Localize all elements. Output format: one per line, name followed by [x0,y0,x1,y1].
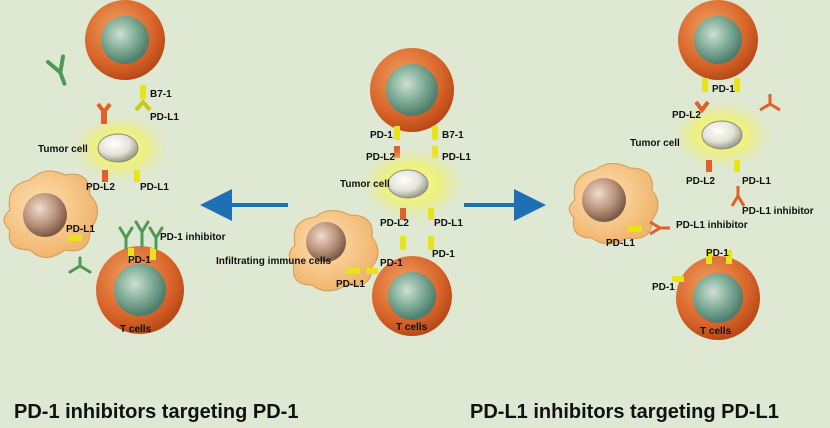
label-infiltrating-immune-cells: Infiltrating immune cells [216,256,331,267]
label-pdl1-macro-right: PD-L1 [606,238,635,249]
label-pdl2-center-bottom: PD-L2 [380,218,409,229]
pd1-receptor-right-side [672,276,684,282]
b71-receptor-center [432,126,438,140]
pd1-receptor-center-top [394,126,400,140]
label-b71-left: B7-1 [150,89,172,100]
label-pd1-right-tcell-top: PD-1 [706,248,729,259]
pd1-receptor-right-top [702,78,708,92]
pd1-receptor-center-t-right [428,236,434,250]
label-pdl1-inhibitor-b: PD-L1 inhibitor [742,206,814,217]
label-tumor-cell-right: Tumor cell [630,138,680,149]
pd1-receptor-right-tcell [706,250,712,264]
pdl1-inhibitor-top-right [759,94,781,112]
antibody-icon [46,54,67,86]
pd1-receptor-center-side [366,268,378,274]
label-tcells-left: T cells [120,324,152,335]
tcell-nucleus-center [388,272,436,320]
pd1-receptor-right-tcell-b [726,250,732,264]
label-tcells-center: T cells [396,322,428,333]
macrophage-nucleus-left [23,193,67,237]
pdl2-receptor-left-bottom [102,170,108,182]
macrophage-nucleus-right [582,178,626,222]
label-pd1-left: PD-1 [128,255,151,266]
pdl1-inhibitor-antibody-b [730,186,746,207]
label-pdl2-right-bottom: PD-L2 [686,176,715,187]
left-panel: B7-1 PD-L1 Tumor cell PD-L2 PD-L1 PD-L1 … [3,0,226,335]
label-pdl2-left: PD-L2 [86,182,115,193]
label-pd1-center-top: PD-1 [370,130,393,141]
label-pdl2-center-top: PD-L2 [366,152,395,163]
label-b71-center: B7-1 [442,130,464,141]
pdl1-receptor-macro-right [628,226,642,232]
label-tumor-cell-center: Tumor cell [340,179,390,190]
label-pd1-right-top: PD-1 [712,84,735,95]
center-panel: PD-1 B7-1 PD-L2 PD-L1 Tumor cell PD-L2 P… [216,48,471,336]
label-pdl1-center-macro: PD-L1 [336,279,365,290]
pdl1-receptor-right-bottom [734,160,740,172]
label-pd1-inhibitor: PD-1 inhibitor [160,232,226,243]
label-pd1-center-left: PD-1 [380,258,403,269]
pdl2-receptor-right-top [694,100,710,114]
label-pdl1-right-bottom: PD-L1 [742,176,771,187]
label-pdl1-center-bottom: PD-L1 [434,218,463,229]
label-pdl1-macro-left: PD-L1 [66,224,95,235]
nucleus-top-left [101,16,149,64]
label-pd1-center-right: PD-1 [432,249,455,260]
tumor-nucleus-center [387,169,429,199]
pd1-receptor-center-t-left [400,236,406,250]
label-pdl1-left-top: PD-L1 [150,112,179,123]
pd1-receptor-left-b [150,248,156,260]
tumor-nucleus-right [701,120,743,150]
tcell-nucleus-right [693,273,743,323]
label-pdl1-inhibitor-a: PD-L1 inhibitor [676,220,748,231]
caption-right: PD-L1 inhibitors targeting PD-L1 [470,401,779,423]
pdl1-receptor-center-bottom [428,208,434,220]
pdl1-receptor-macro-left [68,235,82,241]
pd1-receptor-right-top-b [734,78,740,92]
nucleus-top-right [694,16,742,64]
label-pdl2-right-top: PD-L2 [672,110,701,121]
pdl2-receptor-center-bottom [400,208,406,220]
pd1-inhibitor-antibodies [68,220,164,274]
caption-left: PD-1 inhibitors targeting PD-1 [14,401,298,423]
label-tumor-cell-left: Tumor cell [38,144,88,155]
pdl1-inhibitor-antibody-a [649,220,670,236]
b71-receptor-left [134,85,152,112]
pdl1-receptor-macro-center [346,268,360,274]
pdl1-receptor-left-bottom [134,170,140,182]
pd1-receptor-left [128,248,134,260]
nucleus-top-center [386,64,438,116]
right-panel: PD-1 PD-L2 Tumor cell PD-L2 PD-L1 PD-L1 … [568,0,814,340]
label-pdl1-left-bottom: PD-L1 [140,182,169,193]
label-tcells-right: T cells [700,326,732,337]
macrophage-nucleus-center [306,222,346,262]
label-pdl1-center-top: PD-L1 [442,152,471,163]
pdl2-receptor-left-top [96,102,112,124]
tcell-nucleus-left [114,264,166,316]
pdl2-receptor-right-bottom [706,160,712,172]
label-pd1-right-tcell-left: PD-1 [652,282,675,293]
tumor-nucleus-left [97,133,139,163]
